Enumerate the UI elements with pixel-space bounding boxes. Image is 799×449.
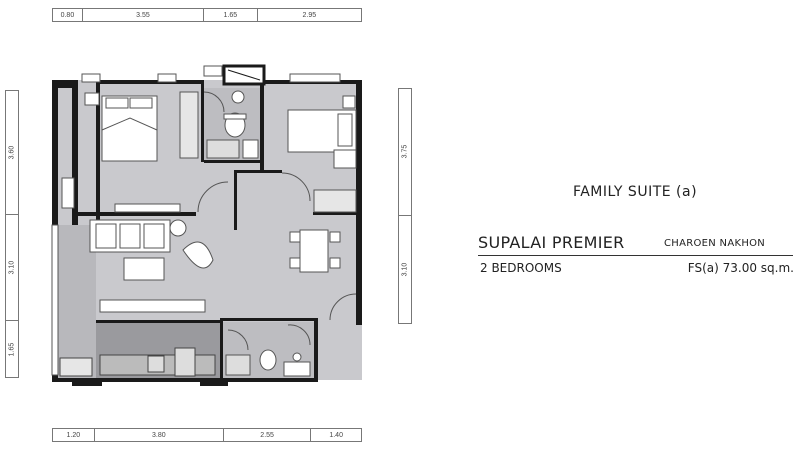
dimension-bar-left: 3.60 3.10 1.65 — [5, 90, 19, 378]
wall — [96, 80, 201, 84]
nightstand — [342, 95, 356, 109]
wall — [237, 170, 282, 173]
dimension-cell: 3.60 — [6, 91, 18, 216]
dimension-cell: 3.55 — [83, 9, 205, 21]
sink — [231, 90, 245, 104]
sofa-cushion — [95, 223, 117, 249]
window — [81, 73, 101, 83]
pillow — [129, 97, 153, 109]
sofa-cushion — [143, 223, 165, 249]
pillow — [105, 97, 129, 109]
wall — [220, 318, 223, 380]
project-name: SUPALAI PREMIER — [478, 233, 625, 252]
wardrobe — [313, 189, 357, 213]
desk — [333, 149, 357, 169]
window — [203, 65, 223, 77]
suite-title: FAMILY SUITE (a) — [572, 184, 698, 200]
side-table — [169, 219, 187, 237]
sofa-cushion — [119, 223, 141, 249]
fridge — [174, 347, 196, 377]
divider — [478, 255, 793, 256]
dimension-cell: 3.75 — [399, 89, 411, 216]
nightstand — [84, 92, 100, 106]
wall — [222, 318, 318, 321]
sink — [292, 352, 302, 362]
wall — [260, 80, 264, 172]
vanity — [242, 139, 259, 159]
wall — [72, 80, 78, 225]
toilet-tank — [223, 113, 247, 120]
wall — [314, 318, 318, 380]
dimension-bar-right: 3.75 3.10 — [398, 88, 412, 324]
windows — [51, 65, 341, 376]
wall — [313, 212, 359, 215]
window — [289, 73, 341, 83]
dimension-cell: 1.40 — [329, 431, 343, 439]
bathroom-top-fixtures — [203, 90, 259, 159]
armchair — [61, 177, 75, 209]
lounge-chair — [182, 241, 214, 269]
wall — [200, 378, 228, 386]
project-location: CHAROEN NAKHON — [664, 238, 766, 249]
wall — [52, 80, 72, 88]
toilet — [259, 349, 277, 371]
wall — [96, 320, 220, 323]
chair — [329, 257, 341, 269]
living-dining-furniture — [89, 219, 357, 321]
master-bedroom-furniture — [61, 91, 199, 213]
dimension-cell: 1.65 — [204, 9, 258, 21]
wall — [204, 160, 260, 163]
dimension-cell: 3.10 — [6, 215, 18, 322]
service-shaft — [222, 64, 266, 86]
stove — [147, 355, 165, 373]
window — [51, 224, 59, 376]
chair — [289, 257, 301, 269]
dimension-bar-bottom: 1.20 3.80 2.55 1.40 — [52, 428, 362, 442]
dimension-cell: 2.95 — [302, 11, 317, 19]
wall — [234, 170, 237, 230]
shower — [225, 354, 251, 376]
bathroom-bottom-fixtures — [225, 324, 311, 377]
coffee-table — [123, 257, 165, 281]
wall — [72, 378, 102, 386]
dimension-cell: 0.80 — [53, 9, 83, 21]
tv-console — [99, 299, 206, 313]
wall — [222, 378, 318, 382]
balcony-planter — [59, 357, 93, 377]
unit-area: FS(a) 73.00 sq.m. — [687, 261, 794, 275]
dresser — [114, 203, 181, 213]
vanity — [283, 361, 311, 377]
wall — [96, 80, 100, 220]
wall — [201, 80, 204, 162]
dimension-cell: 2.55 — [224, 429, 312, 441]
dimension-bar-top: 0.80 3.55 1.65 2.95 — [52, 8, 362, 22]
pillow — [337, 113, 353, 147]
dining-table — [299, 229, 329, 273]
chair — [289, 231, 301, 243]
dimension-cell: 1.20 — [53, 429, 95, 441]
wardrobe — [179, 91, 199, 159]
dimension-cell: 3.80 — [95, 429, 224, 441]
chair — [329, 231, 341, 243]
second-bedroom-furniture — [197, 95, 357, 213]
wall — [78, 212, 196, 216]
bedroom-count: 2 BEDROOMS — [480, 261, 562, 275]
wall — [356, 80, 362, 325]
window — [157, 73, 177, 83]
kitchen-fixtures — [59, 347, 216, 377]
wall — [52, 378, 222, 382]
shower — [206, 139, 240, 159]
